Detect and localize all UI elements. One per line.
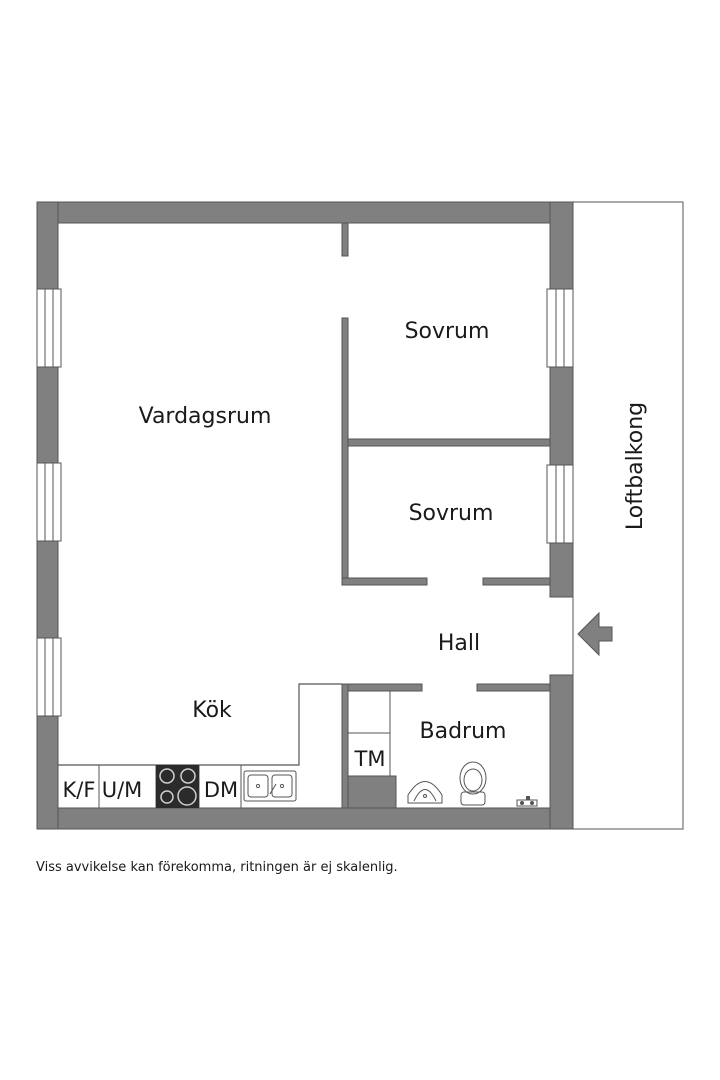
disclaimer-text: Viss avvikelse kan förekomma, ritningen … [36, 860, 398, 875]
kitchen-sink-icon [243, 770, 297, 802]
room-label-sovrum-1: Sovrum [405, 319, 490, 344]
tm-cabinet [347, 690, 391, 777]
room-label-badrum: Badrum [420, 719, 507, 744]
interior-walls [341, 222, 551, 809]
room-label-kok: Kök [192, 698, 232, 723]
fixture-label-tm: TM [354, 747, 386, 771]
window-right-1 [546, 288, 574, 368]
fixture-label-um: U/M [102, 778, 143, 802]
entrance-arrow-icon [577, 611, 613, 657]
window-left-3 [36, 637, 62, 717]
window-left-2 [36, 462, 62, 542]
room-label-vardagsrum: Vardagsrum [139, 404, 272, 429]
fixture-label-kf: K/F [63, 778, 96, 802]
windows [36, 288, 574, 717]
kitchen-counter [58, 683, 342, 766]
stove-icon [156, 765, 199, 808]
window-left-1 [36, 288, 62, 368]
floor-drain-icon [516, 796, 538, 807]
washbasin-icon [407, 781, 443, 804]
room-label-hall: Hall [438, 631, 480, 656]
window-right-2 [546, 464, 574, 544]
toilet-icon [459, 761, 487, 806]
room-label-loftbalkong: Loftbalkong [623, 402, 648, 530]
room-label-sovrum-2: Sovrum [409, 501, 494, 526]
fixture-label-dm: DM [204, 778, 238, 802]
loftbalkong-area [572, 201, 684, 830]
